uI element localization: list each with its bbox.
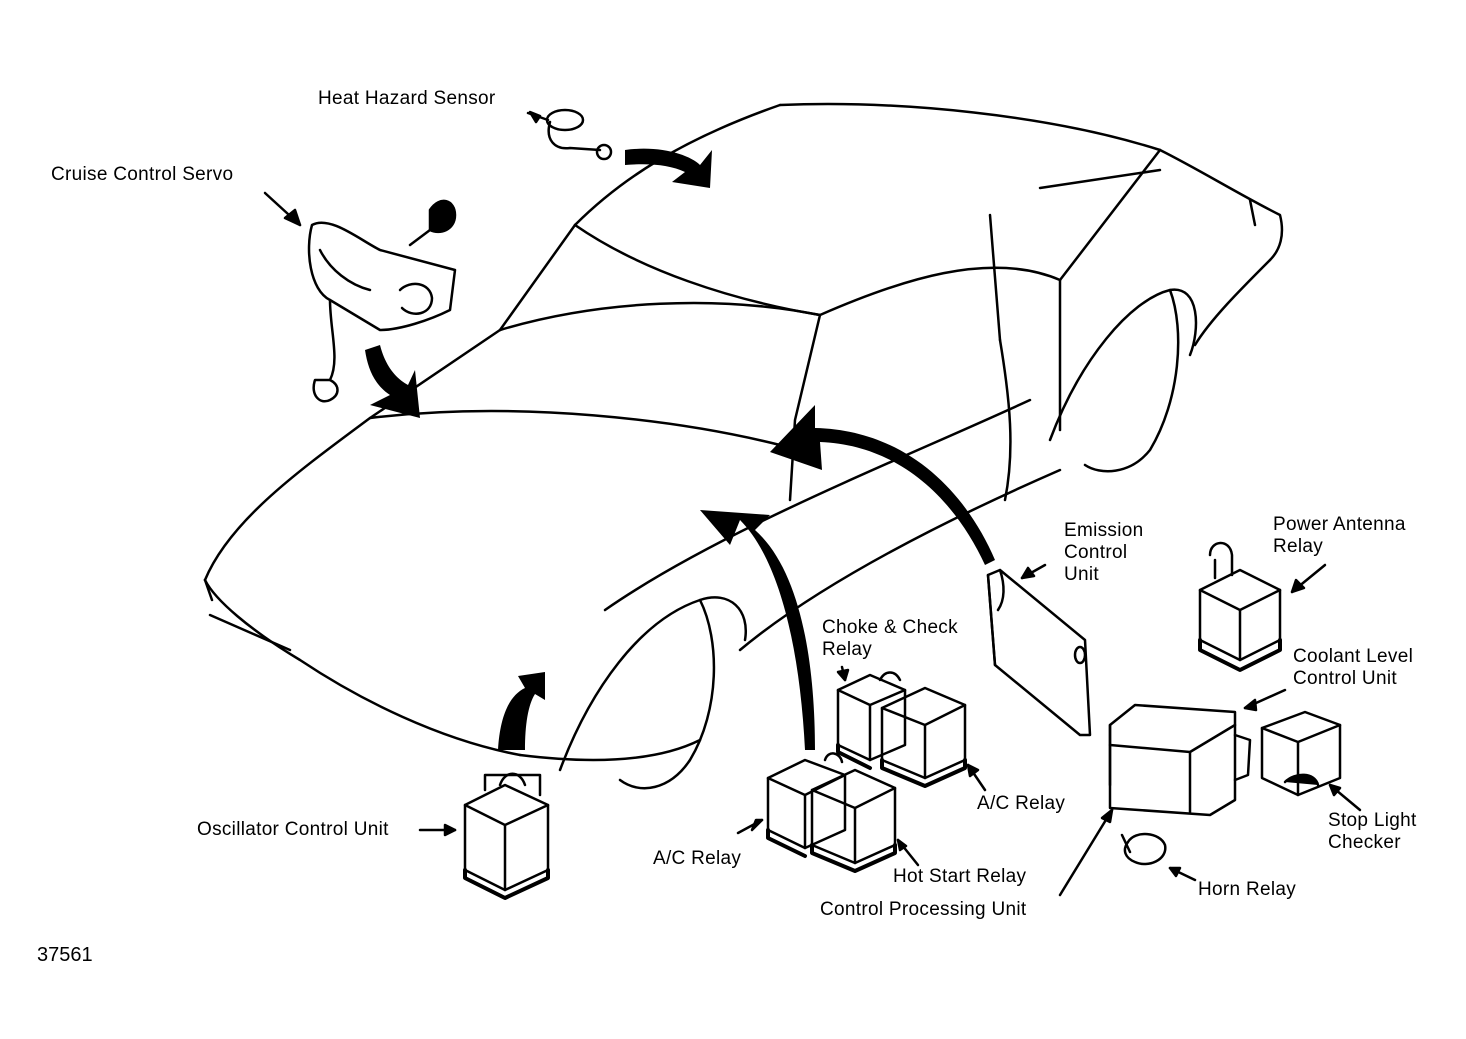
choke-check-relay-label-line: Relay	[822, 639, 873, 660]
ac-relay-upper-drawing	[880, 686, 987, 792]
coolant-level-control-unit-arrow	[1243, 688, 1287, 712]
ac-relay-upper-label: A/C Relay	[977, 793, 1066, 814]
emission-control-unit-label-line: Control	[1064, 542, 1128, 563]
oscillator-control-unit-label: Oscillator Control Unit	[197, 819, 389, 840]
horn-relay-label: Horn Relay	[1198, 879, 1297, 900]
location-arrows	[365, 148, 995, 750]
choke-check-relay-label-line: Choke & Check	[822, 617, 958, 638]
power-antenna-relay-label: Power Antenna Relay	[1273, 514, 1406, 558]
emission-control-unit-label-line: Unit	[1064, 564, 1099, 585]
car-outline	[203, 102, 1284, 790]
horn-relay-drawing	[1120, 832, 1197, 882]
stop-light-checker-label: Stop Light Checker	[1328, 810, 1417, 854]
emission-control-unit-drawing	[986, 563, 1092, 737]
control-processing-unit-label: Control Processing Unit	[820, 899, 1027, 920]
stop-light-checker-drawing	[1260, 710, 1362, 812]
hot-start-relay-label: Hot Start Relay	[893, 866, 1027, 887]
power-antenna-relay-drawing	[1198, 541, 1327, 672]
control-processing-unit-drawing	[1058, 703, 1252, 897]
choke-check-relay-drawing	[836, 665, 907, 770]
heat-hazard-sensor-label: Heat Hazard Sensor	[318, 88, 496, 109]
oscillator-control-unit-drawing	[418, 772, 550, 900]
coolant-level-control-unit-label-line: Control Unit	[1293, 668, 1397, 689]
coolant-level-control-unit-label: Coolant Level Control Unit	[1293, 646, 1413, 690]
figure-number: 37561	[37, 944, 93, 966]
hot-start-relay-drawing	[810, 768, 920, 873]
cruise-control-servo-label: Cruise Control Servo	[51, 164, 234, 185]
emission-control-unit-label: Emission Control Unit	[1064, 520, 1143, 586]
stop-light-checker-label-line: Checker	[1328, 832, 1401, 853]
power-antenna-relay-label-line: Power Antenna	[1273, 514, 1406, 535]
emission-control-unit-label-line: Emission	[1064, 520, 1144, 541]
stop-light-checker-label-line: Stop Light	[1328, 810, 1417, 831]
cruise-control-servo-drawing	[263, 191, 457, 403]
ac-relay-lower-label: A/C Relay	[653, 848, 742, 869]
ac-relay-lower-drawing	[736, 752, 847, 858]
choke-check-relay-label: Choke & Check Relay	[822, 617, 958, 661]
power-antenna-relay-label-line: Relay	[1273, 536, 1324, 557]
coolant-level-control-unit-label-line: Coolant Level	[1293, 646, 1414, 667]
heat-hazard-sensor-drawing	[526, 108, 613, 161]
